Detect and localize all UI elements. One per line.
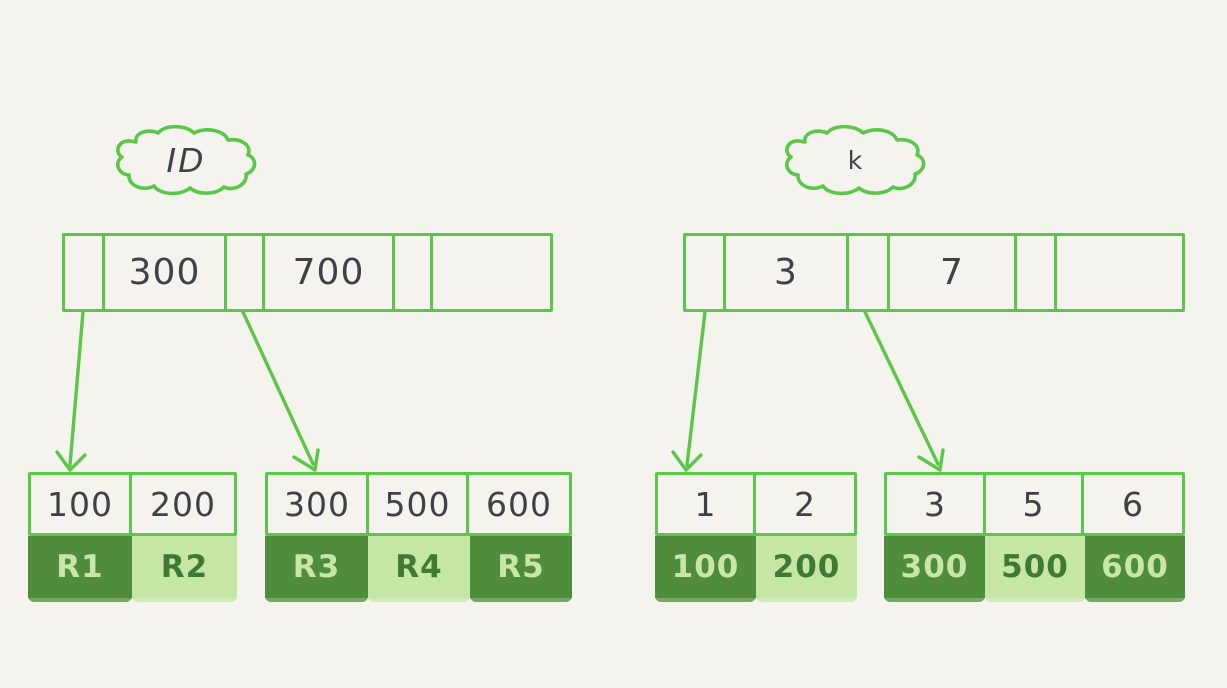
id-leaf-2-key-0: 300 bbox=[268, 475, 369, 533]
id-leaf-1-key-1: 200 bbox=[150, 484, 217, 524]
id-root-pointer-0 bbox=[65, 236, 105, 309]
id-root-key-300: 300 bbox=[105, 236, 227, 309]
k-root-key-3: 3 bbox=[726, 236, 849, 309]
k-leaf-1-key-0: 1 bbox=[658, 475, 757, 533]
arrow-k-root-to-leaf-4 bbox=[863, 310, 945, 472]
id-leaf-1-value-r2: R2 bbox=[132, 536, 237, 602]
k-leaf-1-keys: 1 2 bbox=[655, 472, 857, 536]
k-leaf-2-key-2: 6 bbox=[1122, 484, 1145, 524]
k-leaf-2-value-300: 300 bbox=[884, 536, 985, 602]
cloud-shape-icon bbox=[785, 124, 926, 196]
k-leaf-2-value-500: 500 bbox=[985, 536, 1085, 602]
id-leaf-node-1: 100 200 R1 R2 bbox=[28, 472, 237, 602]
k-root-empty-cell bbox=[1057, 236, 1176, 309]
id-leaf-2-key-2: 600 bbox=[486, 484, 553, 524]
arrow-id-root-to-leaf-1 bbox=[55, 310, 87, 472]
k-root-key-7: 7 bbox=[890, 236, 1017, 309]
id-root-key-700: 700 bbox=[265, 236, 395, 309]
k-leaf-1-key-1: 2 bbox=[794, 484, 817, 524]
k-root-pointer-1 bbox=[849, 236, 890, 309]
id-leaf-1-key-0: 100 bbox=[31, 475, 133, 533]
cloud-label-id-text: ID bbox=[166, 140, 206, 180]
id-leaf-2-value-r3: R3 bbox=[265, 536, 368, 602]
k-leaf-2-value-600: 600 bbox=[1085, 536, 1185, 602]
id-root-empty-cell bbox=[433, 236, 550, 309]
k-leaf-node-2: 3 5 6 300 500 600 bbox=[884, 472, 1185, 602]
k-leaf-1-value-100: 100 bbox=[655, 536, 756, 602]
k-leaf-2-values: 300 500 600 bbox=[884, 536, 1185, 602]
k-leaf-1-values: 100 200 bbox=[655, 536, 857, 602]
id-root-node: 300 700 bbox=[62, 233, 553, 312]
cloud-label-k: k bbox=[775, 122, 935, 198]
id-leaf-2-keys: 300 500 600 bbox=[265, 472, 572, 536]
arrow-k-root-to-leaf-3 bbox=[671, 310, 707, 472]
id-leaf-2-values: R3 R4 R5 bbox=[265, 536, 572, 602]
id-leaf-2-value-r4: R4 bbox=[368, 536, 470, 602]
id-root-pointer-2 bbox=[395, 236, 433, 309]
k-root-node: 3 7 bbox=[683, 233, 1185, 312]
id-leaf-node-2: 300 500 600 R3 R4 R5 bbox=[265, 472, 572, 602]
k-leaf-2-key-1: 5 bbox=[986, 475, 1085, 533]
k-leaf-2-key-0: 3 bbox=[887, 475, 986, 533]
arrow-id-root-to-leaf-2 bbox=[241, 310, 320, 472]
k-leaf-node-1: 1 2 100 200 bbox=[655, 472, 857, 602]
id-leaf-1-value-r1: R1 bbox=[28, 536, 132, 602]
k-root-pointer-0 bbox=[686, 236, 726, 309]
id-leaf-1-keys: 100 200 bbox=[28, 472, 237, 536]
cloud-label-k-text: k bbox=[847, 145, 863, 175]
cloud-label-id: ID bbox=[106, 122, 266, 198]
k-leaf-2-keys: 3 5 6 bbox=[884, 472, 1185, 536]
k-leaf-1-value-200: 200 bbox=[756, 536, 857, 602]
cloud-shape-icon bbox=[116, 124, 257, 196]
id-leaf-2-key-1: 500 bbox=[369, 475, 470, 533]
id-leaf-1-values: R1 R2 bbox=[28, 536, 237, 602]
k-root-pointer-2 bbox=[1017, 236, 1057, 309]
id-leaf-2-value-r5: R5 bbox=[470, 536, 572, 602]
id-root-pointer-1 bbox=[227, 236, 265, 309]
